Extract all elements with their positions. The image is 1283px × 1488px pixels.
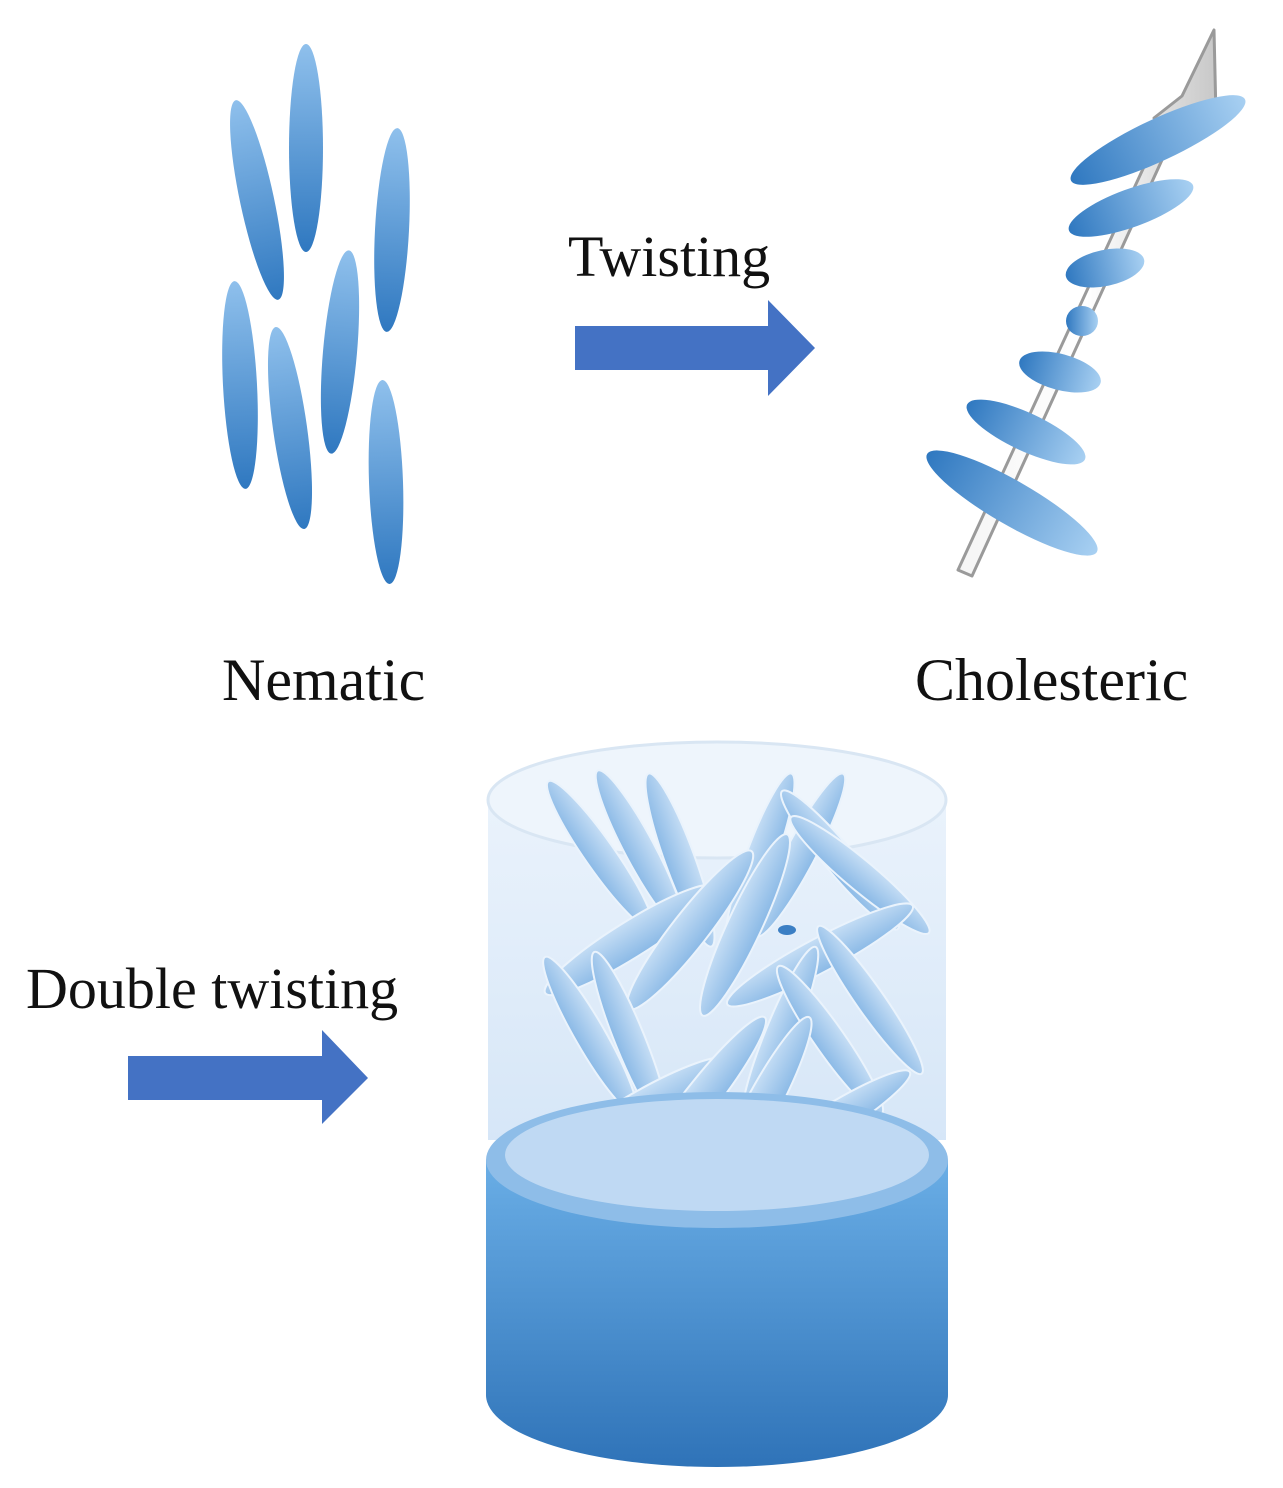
twisted-rod (725, 902, 915, 1008)
nematic-rod (320, 250, 360, 454)
double-twist-cylinder (486, 740, 948, 1467)
twisting-arrow-icon (575, 300, 815, 396)
cholesteric-disk (1065, 248, 1145, 288)
core-dot (778, 925, 796, 935)
nematic-label: Nematic (222, 647, 426, 713)
cholesteric-disk (1019, 351, 1101, 393)
cholesteric-helix (926, 28, 1246, 578)
nematic-rod (368, 380, 404, 584)
twisted-rods (542, 769, 931, 1205)
nematic-rod (222, 281, 258, 489)
twisted-rod (699, 833, 791, 1017)
double-twisting-label: Double twisting (26, 956, 399, 1021)
nematic-rod (267, 326, 313, 530)
nematic-rod (289, 44, 323, 252)
cholesteric-label: Cholesteric (915, 647, 1189, 713)
cylinder-base (486, 1160, 948, 1467)
cholesteric-disk (1070, 95, 1246, 185)
twisted-rod (816, 924, 924, 1076)
cholesteric-disk (926, 450, 1098, 556)
nematic-rod (374, 128, 410, 332)
nematic-rods (222, 44, 410, 584)
nematic-rod (230, 100, 284, 300)
twisting-label: Twisting (568, 224, 771, 289)
cholesteric-disk (1066, 306, 1098, 336)
cholesteric-disk (966, 399, 1086, 465)
cylinder-base-inner (505, 1099, 929, 1211)
double-twisting-arrow-icon (128, 1030, 368, 1124)
cholesteric-disk (1068, 179, 1194, 237)
